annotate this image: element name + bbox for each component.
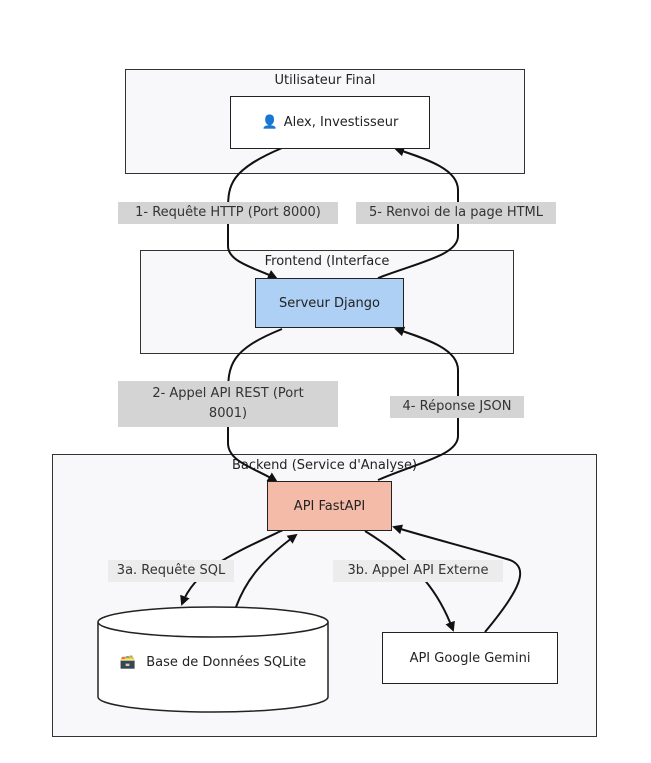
edge-label-4: 4- Réponse JSON	[390, 396, 524, 418]
cluster-frontend: Frontend (Interface	[140, 250, 514, 354]
node-api-fastapi[interactable]: API FastAPI	[267, 481, 392, 531]
edge-label-2: 2- Appel API REST (Port 8001)	[118, 381, 338, 427]
node-alex-investisseur[interactable]: 👤 Alex, Investisseur	[230, 96, 430, 149]
cluster-title-frontend: Frontend (Interface	[264, 254, 390, 269]
edge-label-3b: 3b. Appel API Externe	[333, 560, 503, 582]
node-gemini-label: API Google Gemini	[409, 650, 531, 666]
cluster-title-backend: Backend (Service d'Analyse)	[231, 458, 418, 473]
edge-db-return-path	[235, 533, 298, 608]
node-alex-label: Alex, Investisseur	[283, 115, 399, 130]
edge-label-5: 5- Renvoi de la page HTML	[356, 202, 556, 224]
node-serveur-django[interactable]: Serveur Django	[255, 278, 404, 328]
database-cylinder-shape	[97, 606, 329, 713]
cluster-title-utilisateur: Utilisateur Final	[274, 73, 376, 88]
node-db-label: Base de Données SQLite	[146, 655, 307, 670]
cluster-utilisateur-final: Utilisateur Final	[125, 69, 525, 174]
node-fastapi-label: API FastAPI	[293, 498, 366, 514]
edge-gemini-return-path	[392, 524, 522, 633]
database-icon: 🗃️	[119, 655, 137, 670]
edge-4-path	[377, 326, 459, 481]
node-api-google-gemini[interactable]: API Google Gemini	[382, 632, 558, 684]
edge-label-3a: 3a. Requête SQL	[108, 560, 234, 582]
node-base-de-donnees[interactable]: 🗃️ Base de Données SQLite	[96, 605, 330, 715]
edge-5-path	[377, 146, 459, 279]
edge-label-1: 1- Requête HTTP (Port 8000)	[118, 202, 338, 224]
user-icon: 👤	[261, 115, 278, 130]
node-django-label: Serveur Django	[278, 295, 381, 311]
node-db-text: 🗃️ Base de Données SQLite	[96, 655, 330, 670]
